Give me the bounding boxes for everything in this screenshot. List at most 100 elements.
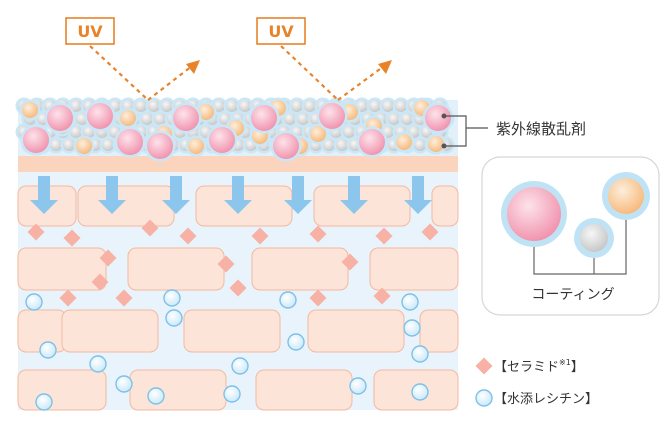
skin-cell: [251, 247, 349, 291]
callout-dot-2: [441, 143, 447, 149]
pink-particle: [319, 103, 345, 129]
skin-surface-layer: [18, 156, 458, 172]
lecithin-circle: [163, 289, 181, 307]
ceramide-footnote: ※1: [559, 358, 571, 367]
gray-particle: [304, 100, 316, 112]
ceramide-diamond: [421, 223, 439, 241]
orange-particle: [198, 104, 214, 120]
lecithin-circle: [25, 293, 43, 311]
orange-particle: [76, 138, 92, 154]
gray-particle: [395, 100, 407, 112]
uv-arrowheads: [186, 60, 392, 74]
ceramide-diamond: [251, 227, 269, 245]
uv-text-2: UV: [268, 22, 294, 41]
orange-particle: [22, 102, 38, 118]
ceramide-diamond: [115, 289, 133, 307]
legend: 【セラミド※1】 【水添レシチン】: [475, 357, 598, 407]
gray-particle: [369, 100, 381, 112]
lecithin-circle: [287, 333, 305, 351]
down-arrow: [404, 176, 432, 214]
ceramide-diamond: [99, 249, 117, 267]
lecithin-circle: [165, 309, 183, 327]
pink-particle: [273, 133, 299, 159]
pink-particle: [173, 105, 199, 131]
gray-particle: [50, 139, 62, 151]
skin-cell: [61, 309, 159, 353]
lecithin-circle: [223, 385, 241, 403]
pink-particle: [209, 127, 235, 153]
lecithin-circle: [401, 293, 419, 311]
gray-particle: [161, 100, 173, 112]
ceramide-legend-label: 【セラミド※1】: [494, 358, 584, 375]
orange-particle: [428, 136, 444, 152]
lecithin-circle: [403, 319, 421, 337]
ceramide-diamond: [375, 227, 393, 245]
lecithin-circle: [89, 355, 107, 373]
gray-particle: [70, 100, 82, 112]
skin-cell: [129, 369, 227, 411]
orange-particle: [396, 134, 412, 150]
ceramide-diamond: [229, 279, 247, 297]
gray-particle: [323, 139, 335, 151]
coated-gray-particle: [574, 218, 614, 258]
pink-particle: [251, 105, 277, 131]
ceramide-legend-icon: [475, 357, 493, 375]
gray-particle: [284, 113, 296, 125]
down-arrow: [224, 176, 252, 214]
uv-label-1: UV: [65, 17, 115, 45]
ceramide-diamond: [309, 289, 327, 307]
coating-label: コーティング: [531, 287, 614, 303]
gray-particle: [297, 113, 309, 125]
ceramide-diamond: [217, 255, 235, 273]
gray-particle: [382, 100, 394, 112]
pink-particle: [47, 105, 73, 131]
callout-dot-1: [441, 113, 447, 119]
pink-particle: [359, 129, 385, 155]
gray-particle: [63, 139, 75, 151]
orange-particle: [310, 126, 326, 142]
penetration-arrows: [30, 176, 432, 214]
ceramide-diamond: [373, 287, 391, 305]
coating-bracket: [533, 220, 627, 275]
gray-particle: [141, 113, 153, 125]
gray-particle: [336, 139, 348, 151]
down-arrow: [340, 176, 368, 214]
scatter-agent-callout: [444, 115, 488, 147]
uv-scattering-particles: [15, 97, 455, 162]
gray-particle: [343, 126, 355, 138]
down-arrow: [98, 176, 126, 214]
gray-particle: [388, 113, 400, 125]
gray-particle: [135, 100, 147, 112]
skin-cells: [17, 185, 459, 411]
ceramide-diamond: [179, 227, 197, 245]
gray-particle: [414, 139, 426, 151]
lecithin-particles: [25, 289, 429, 411]
uv-reflection-arrows: [89, 45, 385, 101]
ceramide-diamond: [141, 219, 159, 237]
pink-particle: [425, 105, 451, 131]
lecithin-circle: [35, 393, 53, 411]
lecithin-circle: [349, 377, 367, 395]
skin-cell: [307, 309, 405, 353]
lecithin-circle: [279, 291, 297, 309]
down-arrow: [284, 176, 312, 214]
uv-label-2: UV: [256, 17, 306, 45]
skin-cell: [17, 247, 107, 291]
lecithin-circle: [147, 387, 165, 405]
ceramide-legend-text: 【セラミド: [494, 360, 559, 375]
pink-particle: [117, 129, 143, 155]
gray-particle: [102, 139, 114, 151]
skin-cell: [127, 247, 225, 291]
skin-cell: [419, 309, 459, 353]
orange-particle: [120, 110, 136, 126]
gray-particle: [148, 100, 160, 112]
lecithin-legend-icon: [475, 389, 493, 407]
lecithin-circle: [231, 357, 249, 375]
gray-particle: [70, 126, 82, 138]
pink-particle: [87, 103, 113, 129]
gray-particle: [154, 113, 166, 125]
coated-orange-particle: [602, 172, 650, 220]
skin-cell: [183, 309, 281, 353]
ceramide-particles: [27, 219, 439, 307]
